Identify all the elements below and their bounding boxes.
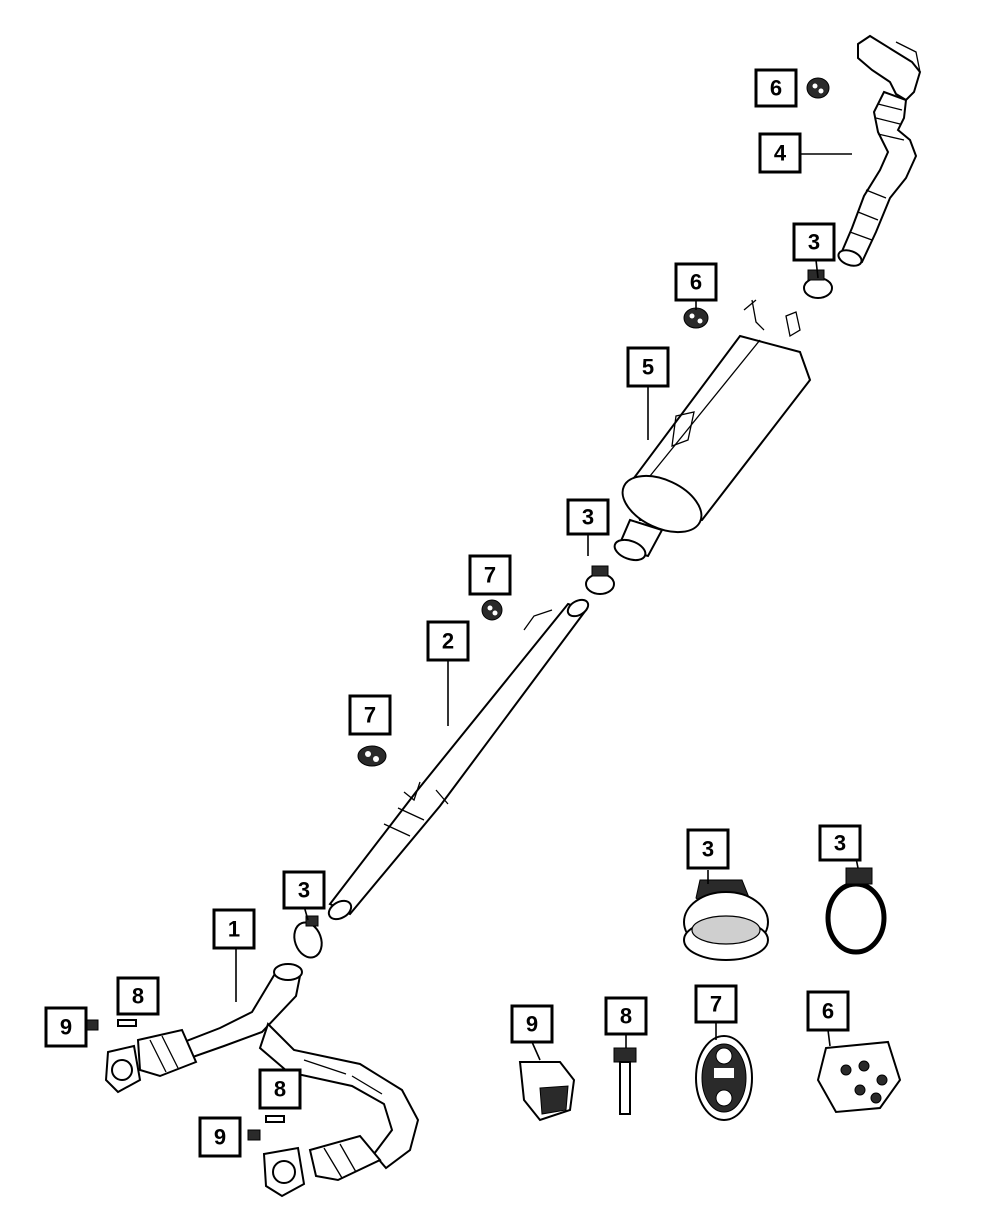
callout-5: 5 [626,346,670,388]
svg-text:1: 1 [228,917,240,942]
svg-text:9: 9 [60,1015,72,1040]
svg-text:4: 4 [774,141,787,166]
front-pipe-catalytic-assembly [104,963,420,1198]
callout-7-lower: 7 [348,694,392,736]
clamp-part-middle [585,565,615,595]
svg-text:9: 9 [526,1012,538,1037]
clamp-part-lower [293,915,323,959]
svg-text:6: 6 [822,999,834,1024]
callout-3-detail-band: 3 [686,828,730,870]
callout-2: 2 [426,620,470,662]
callout-9-left: 9 [44,1006,88,1048]
callout-6-upper: 6 [754,68,798,108]
callout-8-left: 8 [116,976,160,1016]
svg-text:3: 3 [834,831,846,856]
isolator-part-7-lower [357,745,387,767]
isolator-part-7-upper [481,599,503,621]
callout-3-upper: 3 [792,222,836,262]
bolt-detail-8 [613,1047,637,1115]
svg-text:3: 3 [582,505,594,530]
clamp-detail-band [683,879,769,961]
nut-part-9-left [85,1019,99,1031]
svg-text:2: 2 [442,629,454,654]
svg-text:7: 7 [484,563,496,588]
svg-text:3: 3 [702,837,714,862]
svg-text:8: 8 [274,1077,286,1102]
callout-8-lower: 8 [258,1068,302,1110]
svg-text:7: 7 [710,992,722,1017]
bracket-detail-9 [518,1061,576,1122]
callout-7-upper: 7 [468,554,512,596]
callout-3-detail-ubolt: 3 [818,824,862,862]
clamp-detail-ubolt [825,867,887,955]
leader-lines [235,153,859,1061]
callout-8-detail: 8 [604,996,648,1036]
callout-3-lower: 3 [282,870,326,910]
svg-text:7: 7 [364,703,376,728]
muffler-part [613,299,812,562]
intermediate-pipe-part [327,598,590,921]
isolator-part-6-upper [806,77,830,99]
svg-text:8: 8 [132,984,144,1009]
svg-text:3: 3 [808,230,820,255]
tailpipe-part [837,34,922,267]
callout-6-middle: 6 [674,262,718,302]
callout-1: 1 [212,908,256,950]
bolt-part-8-left [117,1019,137,1027]
isolator-detail-7 [695,1035,753,1121]
svg-text:3: 3 [298,878,310,903]
svg-text:5: 5 [642,355,654,380]
svg-text:6: 6 [690,270,702,295]
callout-7-detail: 7 [694,984,738,1024]
callout-9-lower: 9 [198,1116,242,1158]
isolator-part-6-middle [683,307,709,329]
callout-4: 4 [758,132,802,174]
svg-text:9: 9 [214,1125,226,1150]
callout-3-middle: 3 [566,498,610,536]
bolt-part-8-lower [265,1115,285,1123]
callout-9-detail: 9 [510,1004,554,1044]
svg-text:8: 8 [620,1004,632,1029]
callout-6-detail: 6 [806,990,850,1032]
svg-text:6: 6 [770,76,782,101]
nut-part-9-lower [247,1129,261,1141]
isolator-detail-6 [816,1040,902,1114]
